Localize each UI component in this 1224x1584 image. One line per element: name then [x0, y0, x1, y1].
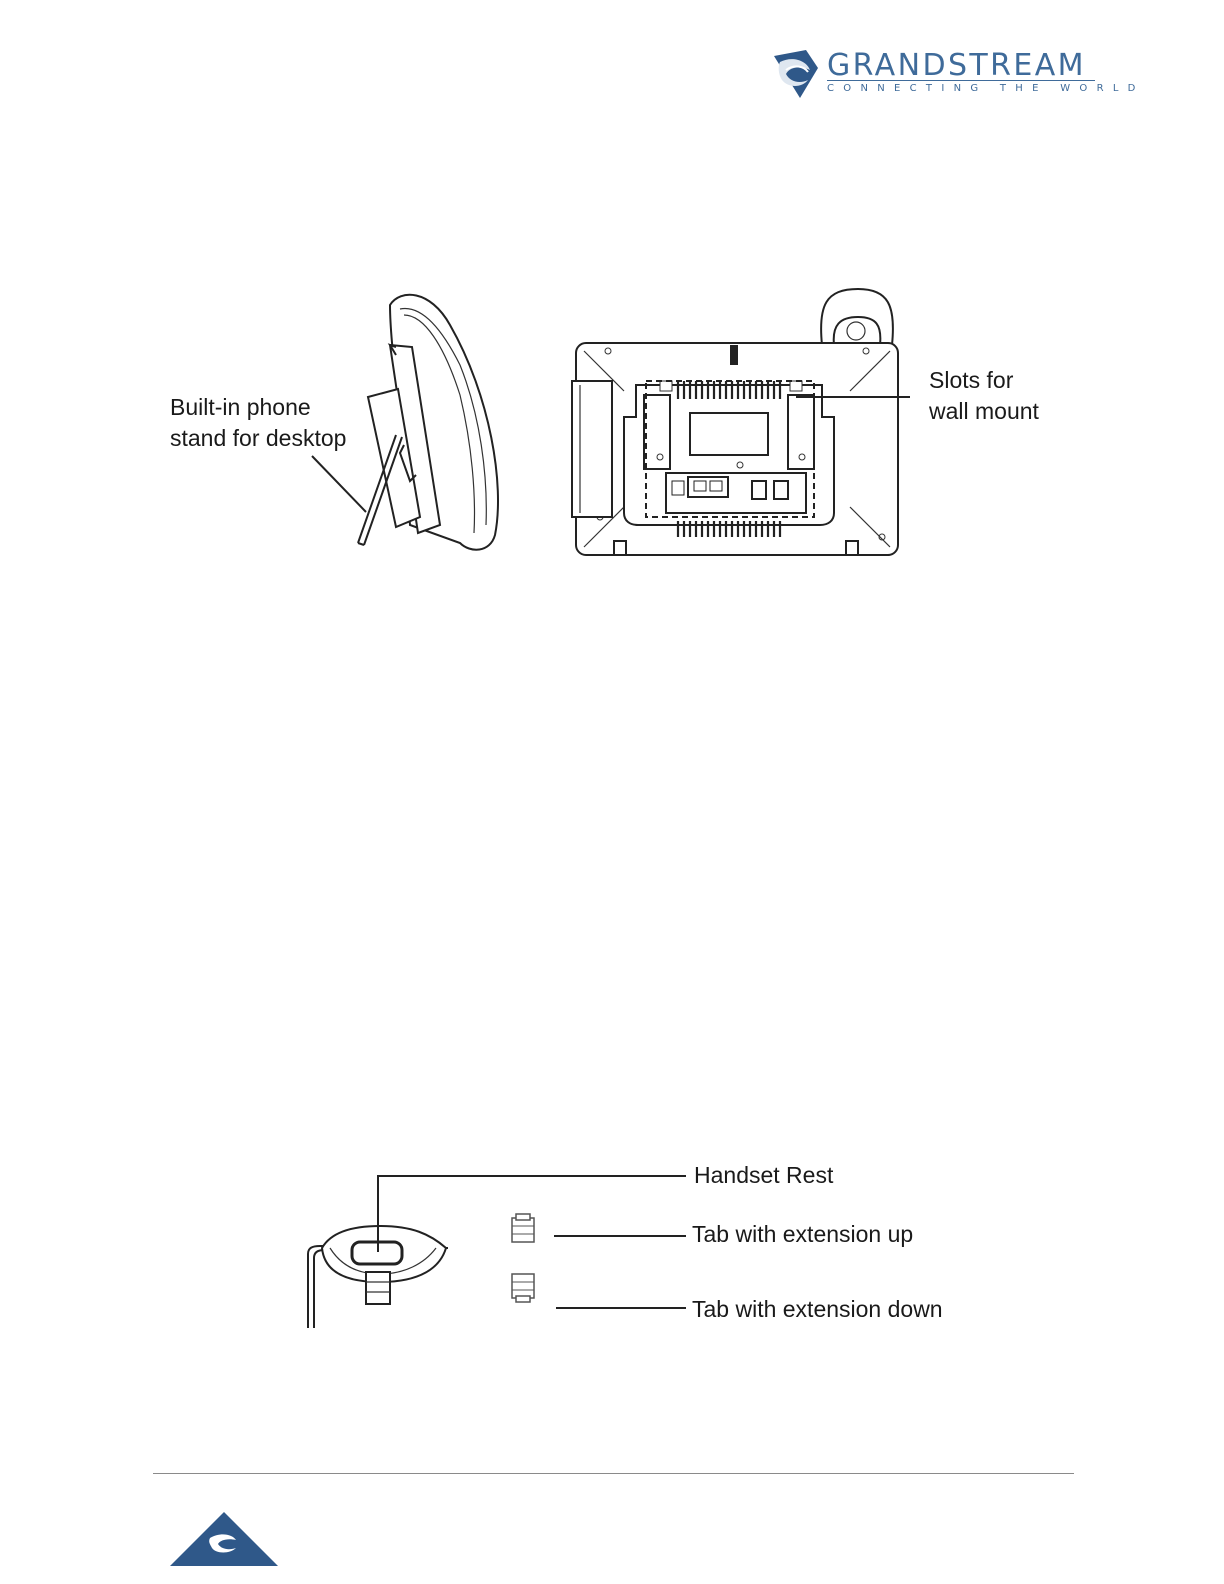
- handset-rest-illustration: [300, 1168, 700, 1334]
- stand-pointer-line: [300, 450, 380, 520]
- phone-back-view-illustration: [570, 285, 910, 563]
- tab-extension-up-label: Tab with extension up: [692, 1219, 913, 1250]
- handset-rest-label: Handset Rest: [694, 1160, 833, 1191]
- stand-label: Built-in phone stand for desktop: [170, 392, 346, 454]
- wall-mount-label-line2: wall mount: [929, 396, 1039, 427]
- grandstream-triangle-icon: [170, 1512, 278, 1566]
- brand-name: GRANDSTREAM: [827, 48, 1086, 83]
- stand-label-line2: stand for desktop: [170, 423, 346, 454]
- wall-mount-label-line1: Slots for: [929, 365, 1039, 396]
- brand-logo: GRANDSTREAM CONNECTING THE WORLD: [770, 46, 1100, 102]
- wall-mount-label: Slots for wall mount: [929, 365, 1039, 427]
- footer-divider: [153, 1473, 1074, 1474]
- stand-label-line1: Built-in phone: [170, 392, 346, 423]
- brand-tagline: CONNECTING THE WORLD: [827, 83, 1145, 94]
- brand-divider: [827, 80, 1095, 81]
- tab-extension-down-label: Tab with extension down: [692, 1294, 943, 1325]
- grandstream-swoosh-icon: [770, 48, 822, 100]
